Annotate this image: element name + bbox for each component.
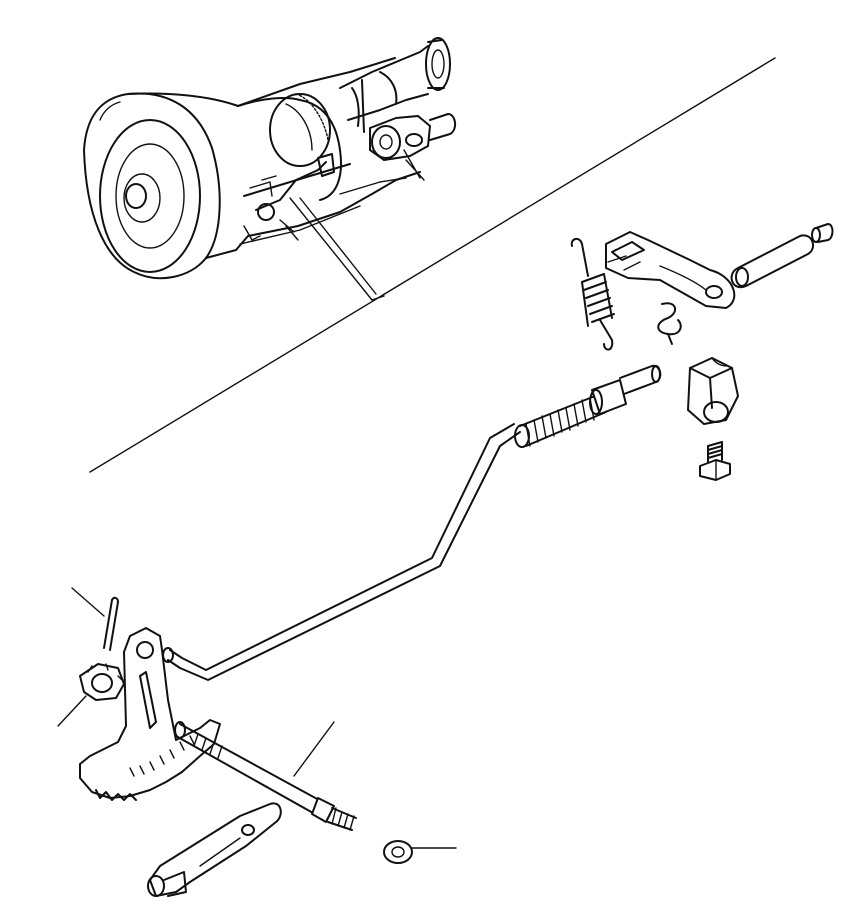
castle-nut — [79, 663, 125, 701]
quadrant-plate — [79, 627, 221, 801]
selector-shaft — [174, 721, 357, 831]
selector-lever — [605, 231, 736, 309]
transmission-assembly — [83, 37, 456, 280]
spring-clip — [657, 302, 682, 345]
shift-rod — [162, 364, 662, 681]
clevis-pin — [730, 223, 834, 289]
rod-guide-block — [687, 357, 739, 425]
leader-split-pin — [71, 587, 105, 617]
shaft-washer — [383, 840, 413, 864]
leader-lines — [57, 587, 457, 849]
inset-leader-line — [289, 197, 385, 301]
split-pin — [103, 596, 119, 651]
control-arm — [147, 802, 282, 897]
return-spring — [570, 238, 615, 351]
leader-castle-nut — [57, 695, 87, 727]
leader-selector-shaft — [293, 721, 335, 777]
retaining-bolt — [699, 441, 731, 481]
inset-boundary-line — [89, 57, 776, 473]
